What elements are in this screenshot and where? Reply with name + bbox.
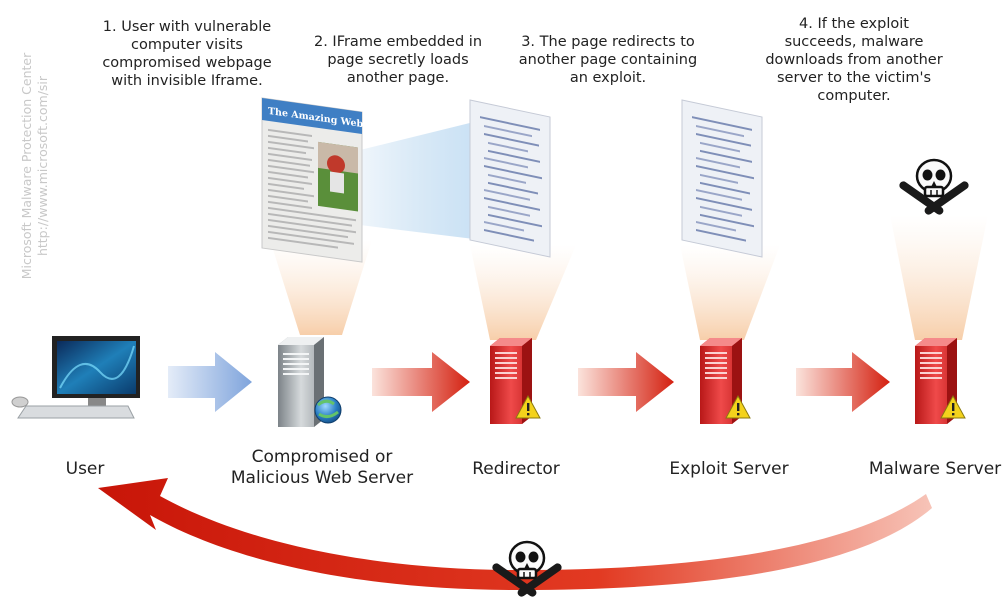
user-to-webserver-arrow: [168, 352, 252, 412]
step-3-caption: 3. The page redirects to another page co…: [518, 34, 698, 86]
beam-webserver: [270, 240, 372, 335]
compromised-webpage-icon: The Amazing Web Page: [261, 97, 392, 263]
exploit-to-malware-arrow: [796, 352, 890, 412]
iframe-beam: [358, 120, 482, 240]
step-1-caption: 1. User with vulnerable computer visits …: [102, 19, 272, 89]
beam-malware: [890, 215, 988, 340]
webserver-to-redirector-arrow: [372, 352, 470, 412]
beam-redirector: [470, 245, 576, 340]
step-4-caption: 4. If the exploit succeeds, malware down…: [765, 16, 943, 104]
beam-exploit: [680, 245, 780, 340]
redirector-to-exploit-arrow: [578, 352, 674, 412]
exploit-code-page-icon: [681, 99, 763, 258]
node-label-redirector: Redirector: [472, 459, 560, 479]
malware-skull-icon: [896, 158, 972, 218]
node-label-exploit-server: Exploit Server: [669, 459, 789, 479]
node-label-malware-server: Malware Server: [868, 459, 1002, 479]
redirect-code-page-icon: [469, 99, 551, 258]
step-2-caption: 2. IFrame embedded in page secretly load…: [313, 34, 483, 86]
node-label-user: User: [65, 459, 105, 479]
node-label-web-server: Compromised or Malicious Web Server: [230, 447, 414, 488]
malware-return-arrow: [98, 478, 932, 590]
user-computer-icon: [11, 336, 140, 419]
